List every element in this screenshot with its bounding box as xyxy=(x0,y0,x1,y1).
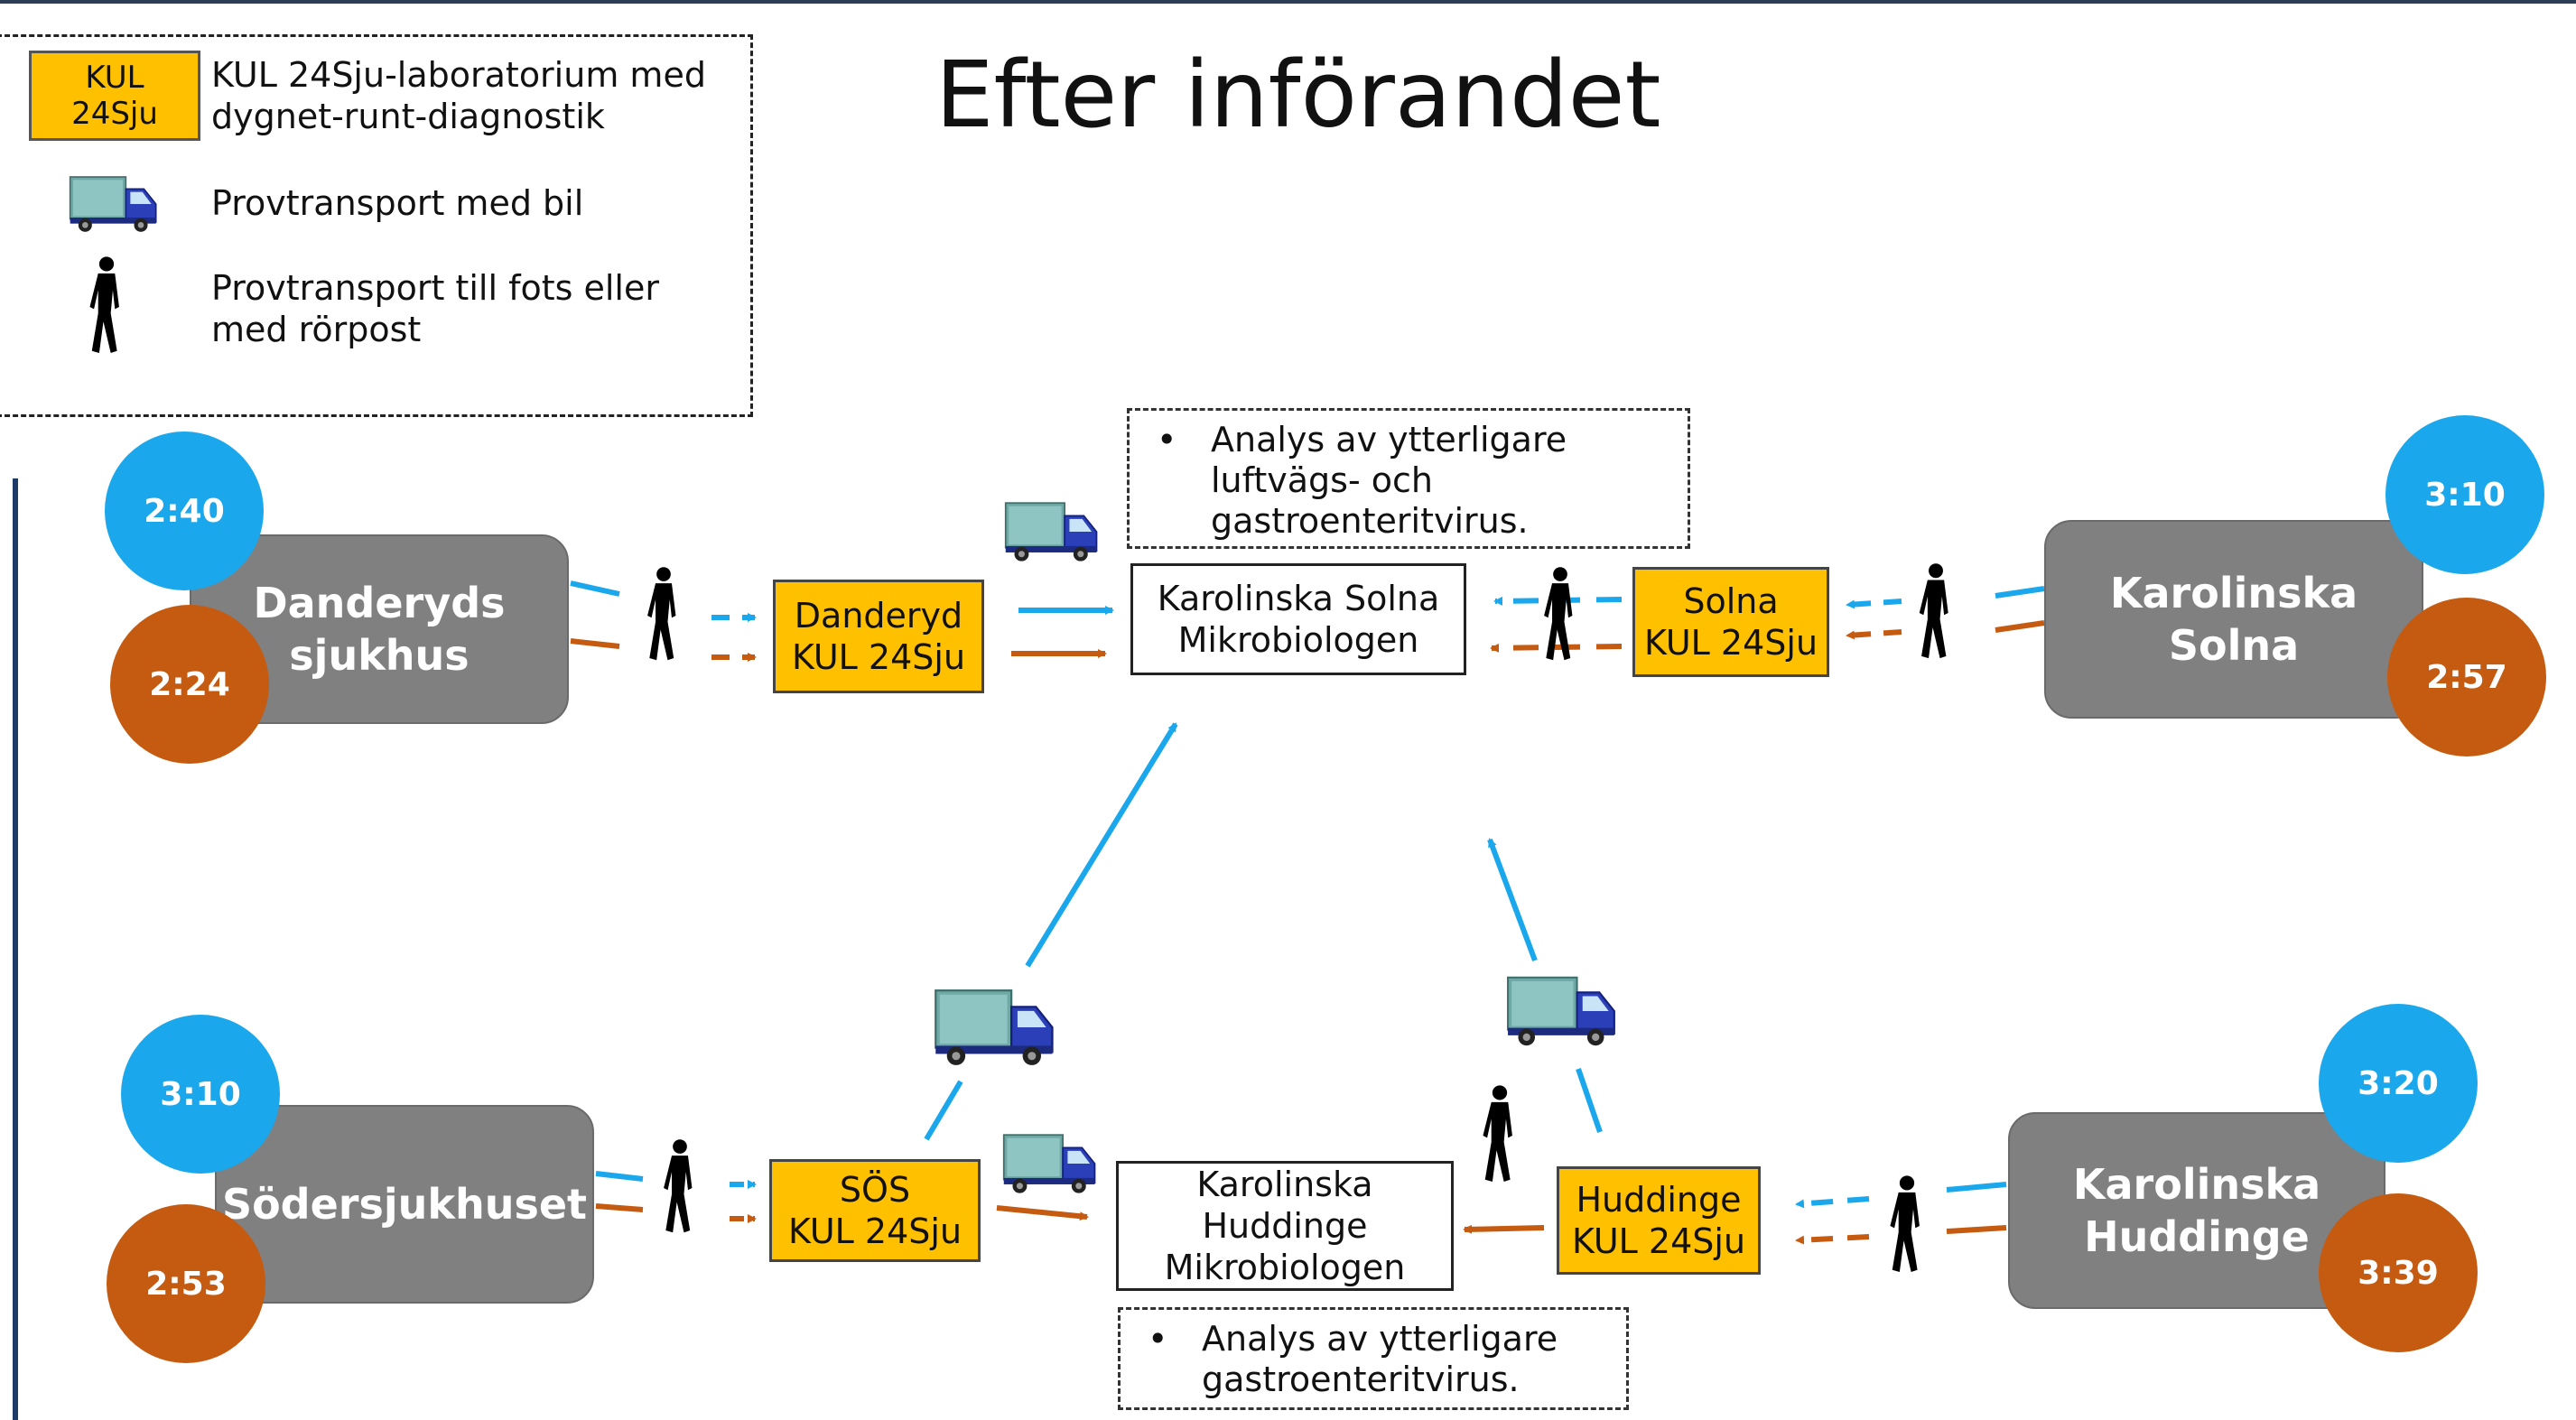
danderyd-blue-time: 2:40 xyxy=(105,432,264,590)
huddinge-orange-time: 3:39 xyxy=(2319,1193,2478,1352)
sos-kul-orange-arrow xyxy=(996,1205,1089,1221)
solna-orange-line xyxy=(1995,620,2045,633)
sos-blue-line xyxy=(595,1171,644,1182)
kul-sos: SÖS KUL 24Sju xyxy=(769,1159,981,1262)
solna-kul-orange-arrow xyxy=(1490,643,1623,653)
sos-diag-truck-icon xyxy=(934,988,1054,1067)
huddinge-walk-orange-arrow xyxy=(1795,1234,1870,1245)
solna-blue-time: 3:10 xyxy=(2385,415,2544,574)
huddinge-orange-line xyxy=(1946,1225,2007,1234)
top-border xyxy=(0,0,2576,4)
legend-truck-text: Provtransport med bil xyxy=(211,183,584,223)
legend-box xyxy=(0,34,753,417)
solna-walk-blue-arrow xyxy=(1846,599,1902,609)
note-huddinge: • Analys av ytterligare gastroenteritviru… xyxy=(1118,1307,1629,1410)
danderyd-truck-icon xyxy=(1004,502,1098,562)
note-huddinge-bullet: • xyxy=(1148,1319,1168,1359)
danderyd-orange-time: 2:24 xyxy=(110,605,269,764)
huddinge-walker-icon xyxy=(1483,1085,1512,1183)
sos-orange-time: 2:53 xyxy=(107,1204,265,1363)
solna-orange-time: 2:57 xyxy=(2387,598,2546,756)
legend-kul-text: KUL 24Sju-laboratorium med dygnet-runt-d… xyxy=(211,55,706,136)
danderyd-walker-icon xyxy=(647,567,676,661)
sos-orange-line xyxy=(595,1203,644,1212)
lab-karolinska-solna-mikrobiologen: Karolinska Solna Mikrobiologen xyxy=(1130,563,1466,675)
legend-kul-swatch: KUL 24Sju xyxy=(29,51,200,141)
page-title: Efter införandet xyxy=(935,42,1661,149)
sos-kul-truck-icon xyxy=(1002,1134,1096,1194)
note-solna-bullet: • xyxy=(1157,420,1177,459)
legend-walk-text: Provtransport till fots eller med rörpos… xyxy=(211,268,659,349)
sos-diag-blue-lower xyxy=(924,1080,963,1141)
note-solna: • Analys av ytterligare luftvägs- och gas… xyxy=(1127,408,1690,549)
huddinge-blue-line xyxy=(1946,1182,2007,1193)
sos-diag-blue-arrow xyxy=(1025,722,1178,968)
left-accent-line xyxy=(13,478,18,1420)
huddinge-kul-orange-arrow xyxy=(1463,1224,1545,1234)
huddinge-walk-blue-arrow xyxy=(1795,1196,1870,1209)
huddinge-outer-walker-icon xyxy=(1890,1175,1920,1273)
hospital-karolinska-solna: Karolinska Solna xyxy=(2044,520,2423,719)
huddinge-diag-blue-arrow xyxy=(1487,838,1538,962)
danderyd-blue-line xyxy=(570,580,620,597)
solna-walk-orange-arrow xyxy=(1846,629,1902,640)
lab-karolinska-huddinge-mikrobiologen: Karolinska Huddinge Mikrobiologen xyxy=(1116,1161,1454,1291)
solna-outer-walker-icon xyxy=(1919,563,1948,659)
note-solna-text: Analys av ytterligare luftvägs- och gast… xyxy=(1211,420,1567,541)
hospital-sodersjukhuset: Södersjukhuset xyxy=(215,1105,594,1304)
huddinge-blue-time: 3:20 xyxy=(2319,1004,2478,1163)
note-huddinge-text: Analys av ytterligare gastroenteritvirus… xyxy=(1202,1319,1558,1399)
sos-walker-icon xyxy=(664,1139,693,1233)
kul-solna: Solna KUL 24Sju xyxy=(1632,567,1829,677)
solna-blue-line xyxy=(1995,586,2045,599)
danderyd-orange-line xyxy=(570,638,620,649)
sos-blue-time: 3:10 xyxy=(121,1015,280,1174)
huddinge-diag-truck-icon xyxy=(1506,976,1616,1047)
kul-huddinge: Huddinge KUL 24Sju xyxy=(1557,1166,1761,1275)
huddinge-diag-blue-lower xyxy=(1576,1068,1603,1133)
kul-danderyd: Danderyd KUL 24Sju xyxy=(773,580,984,693)
